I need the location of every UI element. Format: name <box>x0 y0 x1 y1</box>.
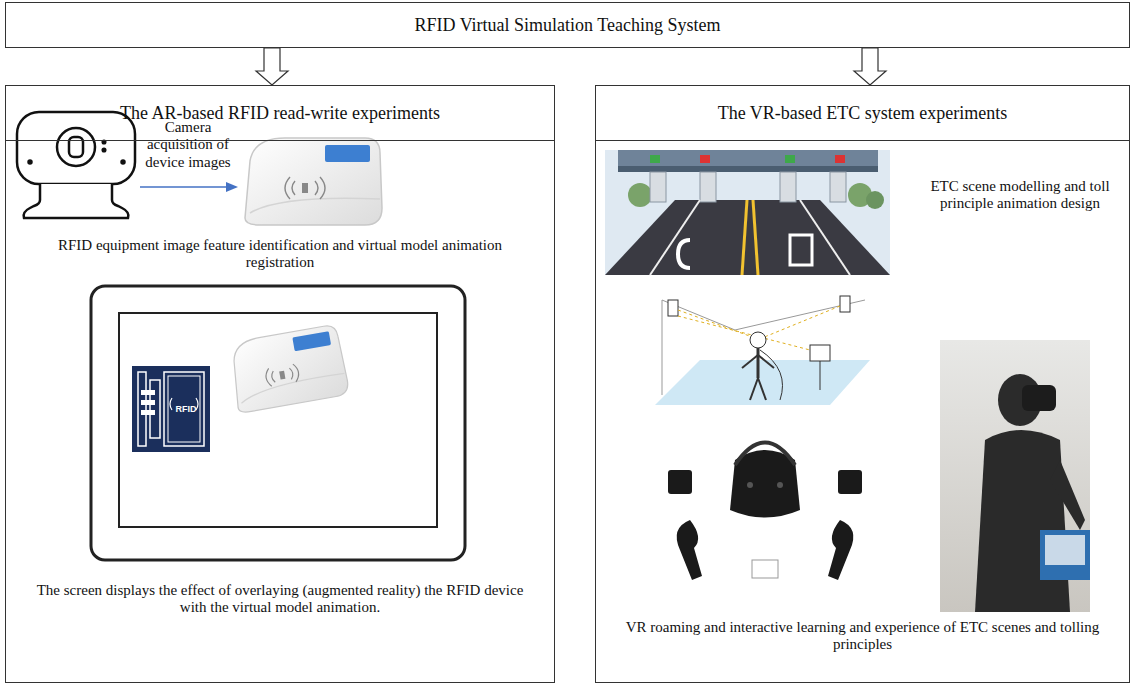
camera-icon <box>17 112 135 218</box>
arrow-label: Camera acquisition of device images <box>136 116 240 174</box>
experiment-panel: The AR-based RFID read-write experiments… <box>5 85 555 683</box>
panel-heading: The AR-based RFID read-write experiments <box>6 86 554 141</box>
vr-room-image <box>655 296 870 405</box>
chip-label: RFID <box>166 403 206 415</box>
title-box: RFID Virtual Simulation Teaching System <box>5 2 1130 48</box>
rfid-reader-overlay <box>227 324 350 414</box>
experiment-panel: The VR-based ETC system experimentsETC s… <box>595 85 1130 683</box>
step-caption: RFID equipment image feature identificat… <box>31 231 529 277</box>
user-photo <box>940 340 1090 612</box>
screen-frame <box>91 286 465 560</box>
step-caption: The screen displays the effect of overla… <box>21 576 539 622</box>
hollow-arrow <box>256 48 288 85</box>
rfid-card-model <box>132 366 210 452</box>
capture-arrow <box>140 182 238 192</box>
hollow-arrow <box>854 48 886 85</box>
title-text: RFID Virtual Simulation Teaching System <box>6 3 1129 47</box>
step-caption: VR roaming and interactive learning and … <box>601 612 1124 660</box>
step-caption: ETC scene modelling and toll principle a… <box>914 164 1126 226</box>
panel-heading: The VR-based ETC system experiments <box>596 86 1129 141</box>
rfid-reader-image <box>245 138 382 225</box>
etc-scene-image <box>605 150 890 275</box>
vr-headset-kit <box>668 443 862 581</box>
